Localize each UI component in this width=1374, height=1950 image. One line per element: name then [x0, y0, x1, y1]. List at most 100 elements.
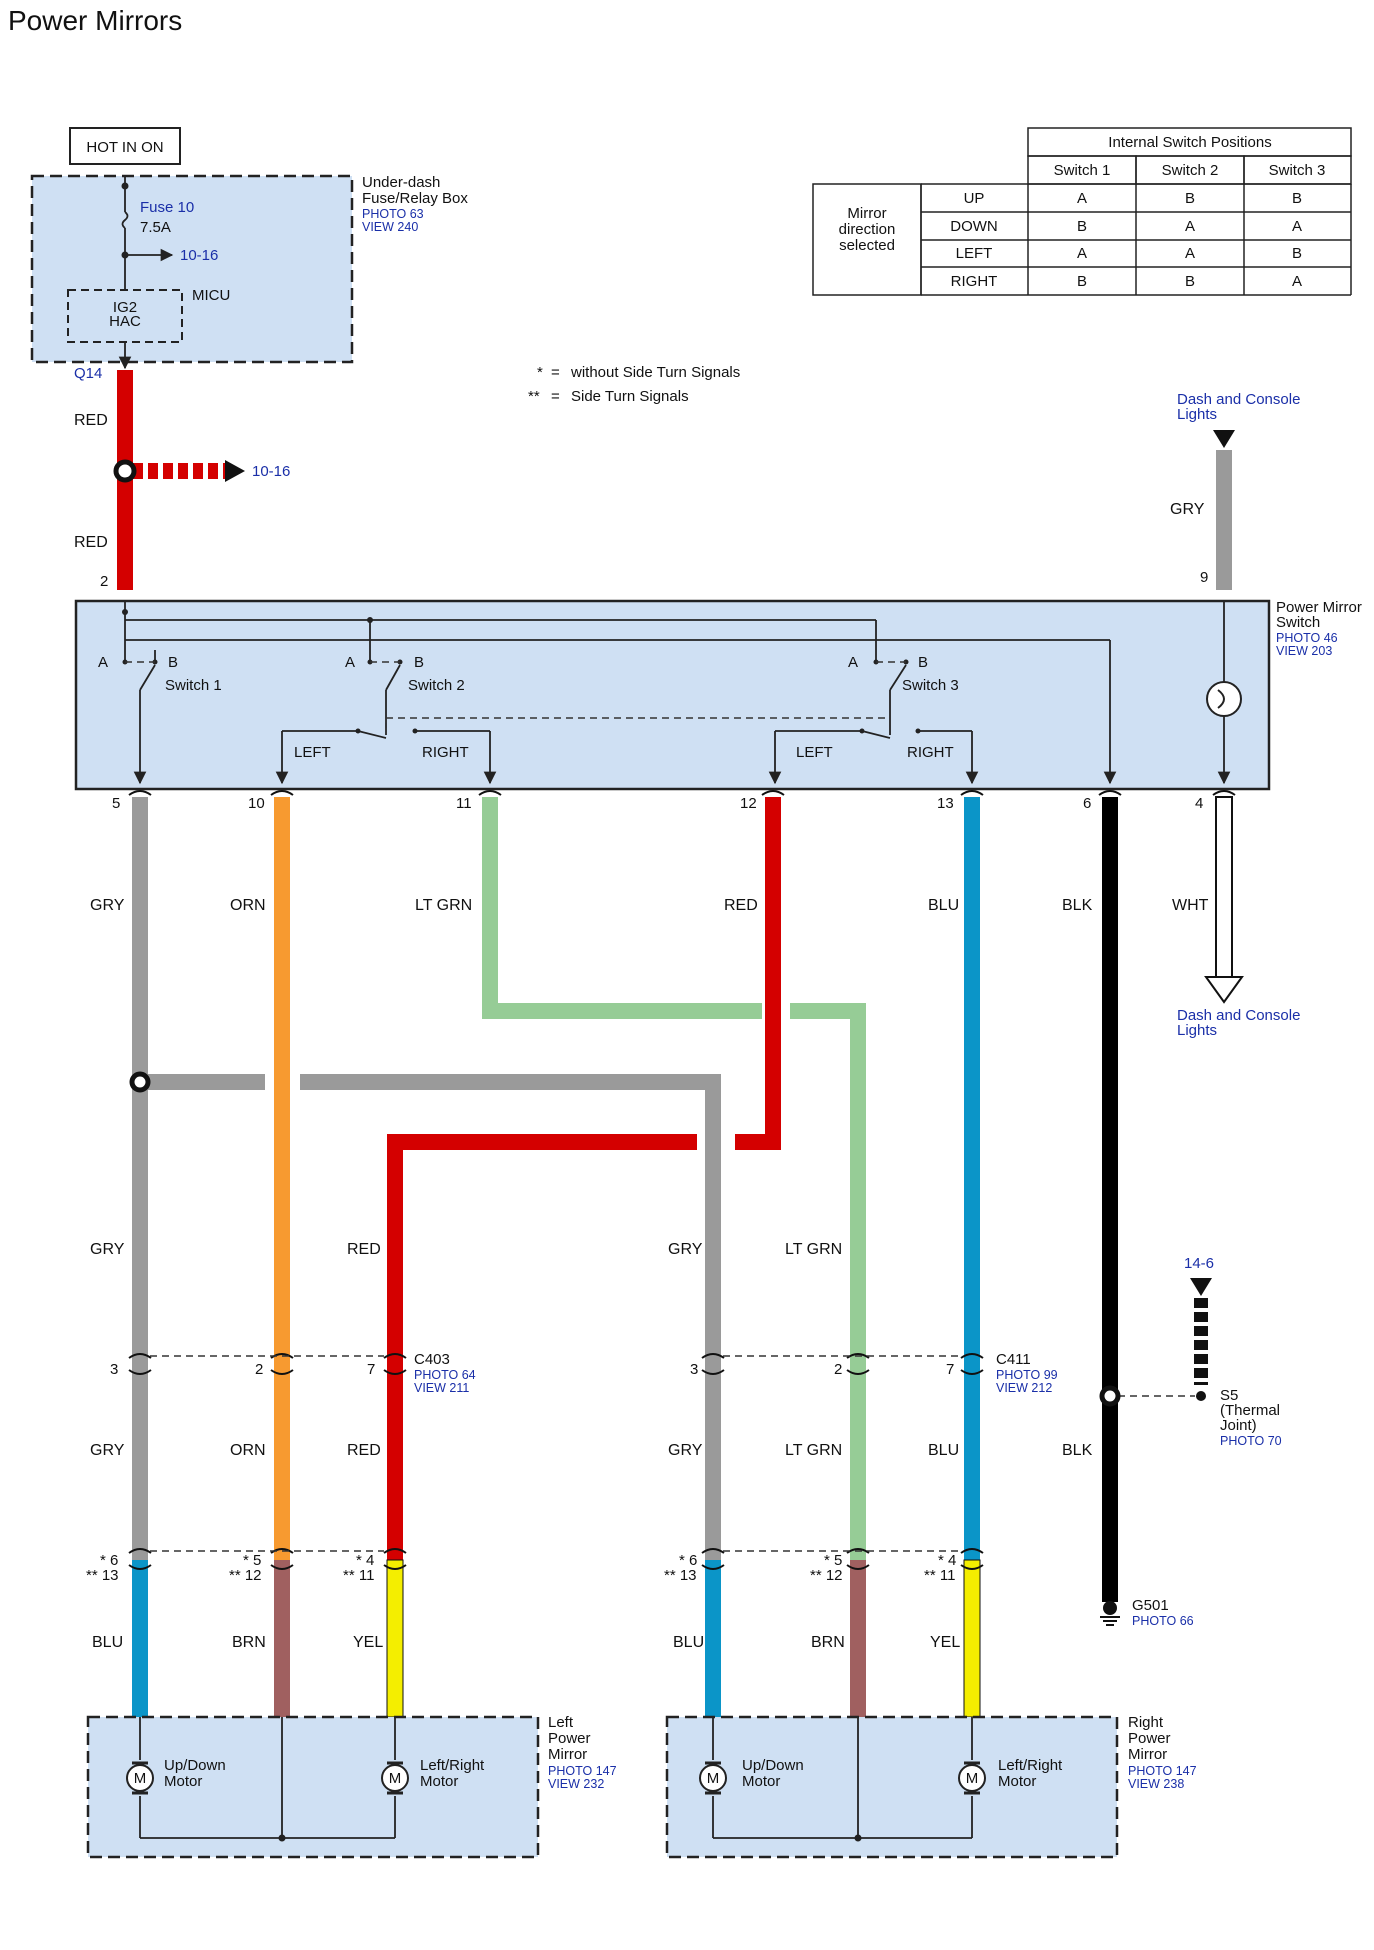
- c403-name: C403: [414, 1351, 450, 1368]
- table-cell: B: [1185, 273, 1195, 290]
- table-dir: UP: [964, 190, 985, 207]
- legend-star-2: **: [528, 388, 540, 405]
- right-mirror-name-3: Mirror: [1128, 1746, 1167, 1763]
- pin-4: 4: [1195, 795, 1203, 812]
- feed-red-label-bottom: RED: [74, 534, 108, 551]
- left-yel-lead: [386, 1559, 404, 1718]
- orn-wire: [274, 797, 290, 1717]
- right-leftright-1: Left/Right: [998, 1757, 1063, 1774]
- ig2-label: IG2: [113, 299, 137, 316]
- c411-photo: PHOTO 99: [996, 1368, 1058, 1382]
- right-motor-m-1: M: [707, 1770, 720, 1787]
- left-power-mirror: [86, 1715, 540, 1859]
- left-brn-lead: [274, 1560, 290, 1717]
- feed-pin: 2: [100, 573, 108, 590]
- gry-wire-right: [705, 1074, 721, 1717]
- c403-view: VIEW 211: [414, 1381, 469, 1395]
- sw2-left: LEFT: [294, 744, 331, 761]
- right-mirror-photo: PHOTO 147: [1128, 1764, 1197, 1778]
- label-blu-3: BLU: [92, 1634, 123, 1651]
- gry-wire-left: [132, 797, 148, 1717]
- switch-view: VIEW 203: [1276, 644, 1332, 658]
- s5-name-2: (Thermal: [1220, 1402, 1280, 1419]
- label-orn-1: ORN: [230, 897, 266, 914]
- hot-in-on-box: [69, 127, 181, 165]
- table-col-1: Switch 1: [1054, 162, 1111, 179]
- label-ltgrn-1: LT GRN: [415, 897, 472, 914]
- r-pin-5: * 5: [824, 1552, 842, 1569]
- table-row-header-2: direction: [839, 221, 896, 238]
- fuse-rating: 7.5A: [140, 219, 171, 236]
- fuse-box-name-1: Under-dash: [362, 174, 440, 191]
- pin-12: 12: [740, 795, 757, 812]
- right-mirror-internal: [699, 1717, 986, 1842]
- table-row-header-3: selected: [839, 237, 895, 254]
- left-mirror-name-1: Left: [548, 1714, 574, 1731]
- pin-11: 11: [456, 795, 472, 812]
- switch-3-label: Switch 3: [902, 677, 959, 694]
- s5-ref: 14-6: [1184, 1255, 1214, 1272]
- fuse-symbol: [121, 211, 129, 229]
- label-blu-2: BLU: [928, 1442, 959, 1459]
- table-header: Internal Switch Positions: [1108, 134, 1271, 151]
- right-leftright-2: Motor: [998, 1773, 1036, 1790]
- switch-photo: PHOTO 46: [1276, 631, 1338, 645]
- ltgrn-wire: [482, 797, 498, 1017]
- table-cell: A: [1077, 190, 1087, 207]
- dash-lights-top-1: Dash and Console: [1177, 391, 1300, 408]
- r-pin-4: * 4: [938, 1552, 956, 1569]
- ground-icon: [1103, 1601, 1117, 1615]
- pin-13: 13: [937, 795, 954, 812]
- sw3-a: A: [848, 654, 858, 671]
- label-red-3: RED: [347, 1442, 381, 1459]
- s5-photo: PHOTO 70: [1220, 1434, 1282, 1448]
- fuse-branch-ref: 10-16: [180, 247, 218, 264]
- left-mirror-name-3: Mirror: [548, 1746, 587, 1763]
- motor-icon: [958, 1764, 986, 1792]
- left-mirror-name-2: Power: [548, 1730, 591, 1747]
- feed-branch-arrow: [225, 460, 245, 482]
- pin-10: 10: [248, 795, 265, 812]
- connector-ticks: [128, 790, 1236, 1570]
- power-mirror-switch: [74, 599, 1271, 791]
- motor-icon: [699, 1764, 727, 1792]
- label-wht: WHT: [1172, 897, 1209, 914]
- label-gry-4: GRY: [90, 1442, 125, 1459]
- label-blk-1: BLK: [1062, 897, 1093, 914]
- label-ltgrn-2: LT GRN: [785, 1241, 842, 1258]
- left-updown-1: Up/Down: [164, 1757, 226, 1774]
- table-cell: B: [1077, 273, 1087, 290]
- c411-view: VIEW 212: [996, 1381, 1052, 1395]
- table-cell: B: [1185, 190, 1195, 207]
- pin-6: 6: [1083, 795, 1091, 812]
- label-red-1: RED: [724, 897, 758, 914]
- c403-photo: PHOTO 64: [414, 1368, 476, 1382]
- l-pin-11: ** 11: [343, 1567, 374, 1584]
- fuse-name: Fuse 10: [140, 199, 194, 216]
- right-mirror-name-2: Power: [1128, 1730, 1171, 1747]
- switch-name-2: Switch: [1276, 614, 1320, 631]
- l-pin-4: * 4: [356, 1552, 374, 1569]
- dash-lights-top-2: Lights: [1177, 406, 1217, 423]
- pin-5: 5: [112, 795, 120, 812]
- left-updown-2: Motor: [164, 1773, 202, 1790]
- left-mirror-photo: PHOTO 147: [548, 1764, 617, 1778]
- label-yel-1: YEL: [353, 1634, 383, 1651]
- table-col-3: Switch 3: [1269, 162, 1326, 179]
- legend-without: without Side Turn Signals: [570, 364, 740, 381]
- left-motor-m-2: M: [389, 1770, 402, 1787]
- feed-splice: [113, 459, 137, 483]
- hac-label: HAC: [109, 313, 141, 330]
- c411-pin-7: 7: [946, 1361, 954, 1378]
- label-orn-2: ORN: [230, 1442, 266, 1459]
- label-brn-2: BRN: [811, 1634, 845, 1651]
- s5-arrow: [1190, 1278, 1212, 1296]
- label-gry-3: GRY: [668, 1241, 703, 1258]
- legend-eq-2: =: [551, 388, 560, 405]
- label-ltgrn-3: LT GRN: [785, 1442, 842, 1459]
- table-cell: B: [1292, 245, 1302, 262]
- legend-eq-1: =: [551, 364, 560, 381]
- l-pin-5: * 5: [243, 1552, 261, 1569]
- table-cell: A: [1185, 245, 1195, 262]
